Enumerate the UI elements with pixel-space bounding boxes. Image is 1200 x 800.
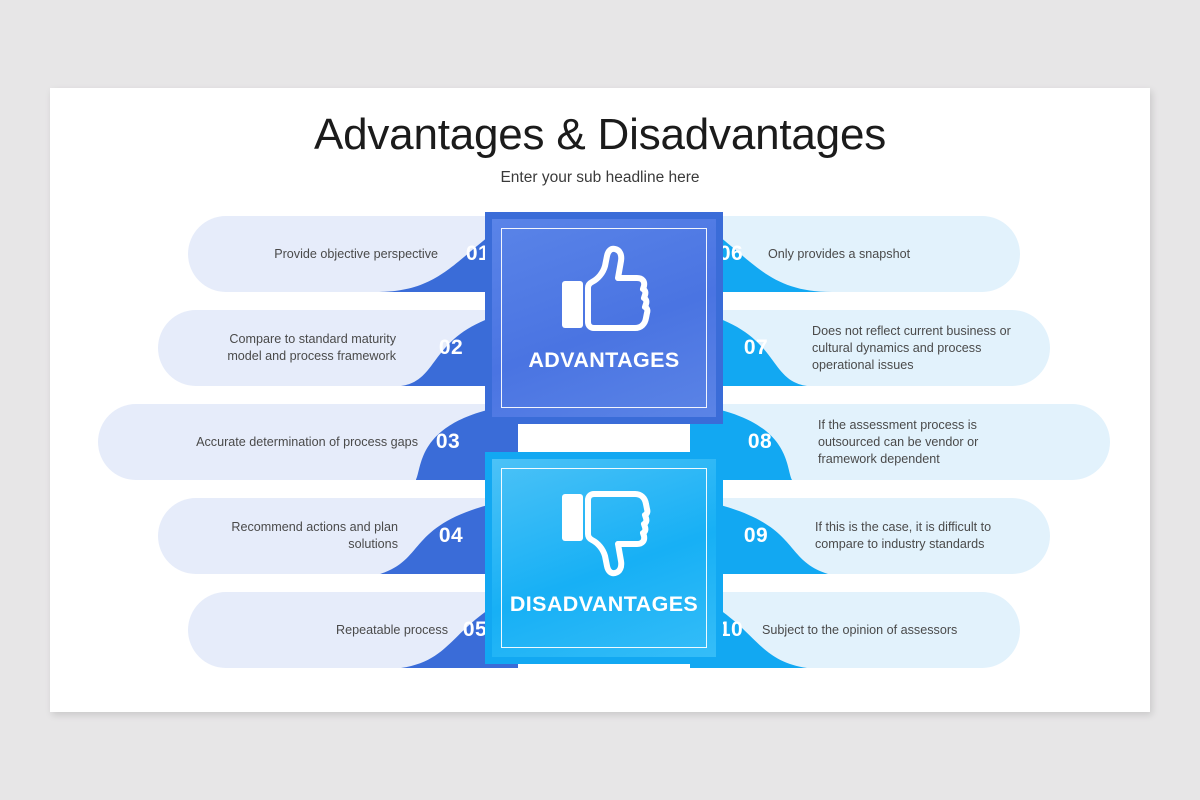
advantage-text-03: Accurate determination of process gaps bbox=[196, 434, 418, 449]
advantages-card[interactable]: ADVANTAGES bbox=[485, 212, 723, 424]
disadvantages-card[interactable]: DISADVANTAGES bbox=[485, 452, 723, 664]
disadvantage-number-09: 09 bbox=[743, 524, 769, 547]
advantage-text-01: Provide objective perspective bbox=[274, 246, 438, 261]
disadvantage-text-09: If this is the case, it is difficult to … bbox=[815, 520, 992, 551]
thumbs-up-icon bbox=[562, 245, 651, 331]
disadvantage-number-08: 08 bbox=[747, 430, 773, 453]
page-subtitle: Enter your sub headline here bbox=[500, 169, 700, 187]
disadvantages-icon-wrap bbox=[492, 485, 716, 577]
disadvantage-number-07: 07 bbox=[743, 336, 769, 359]
disadvantage-text-07: Does not reflect current business or cul… bbox=[812, 323, 1011, 372]
advantage-number-03: 03 bbox=[435, 430, 461, 453]
disadvantage-number-06: 06 bbox=[718, 242, 744, 265]
disadvantage-item-09[interactable]: 09 If this is the case, it is difficult … bbox=[690, 498, 1050, 574]
pill-shape-01 bbox=[188, 216, 518, 292]
advantage-number-02: 02 bbox=[438, 336, 464, 359]
disadvantage-text-10: Subject to the opinion of assessors bbox=[762, 622, 958, 637]
advantage-item-04[interactable]: Recommend actions and plan solutions 04 bbox=[158, 498, 518, 574]
disadvantage-item-10[interactable]: 10 Subject to the opinion of assessors bbox=[690, 592, 1020, 668]
advantage-item-03[interactable]: Accurate determination of process gaps 0… bbox=[98, 404, 518, 480]
pill-shape-06 bbox=[690, 216, 1020, 292]
advantage-item-05[interactable]: Repeatable process 05 bbox=[188, 592, 518, 668]
disadvantage-text-06: Only provides a snapshot bbox=[768, 246, 911, 261]
thumbs-down-icon bbox=[562, 491, 651, 577]
advantages-card-label: ADVANTAGES bbox=[528, 348, 680, 372]
advantages-card-inner-border bbox=[501, 228, 707, 408]
advantage-number-05: 05 bbox=[462, 618, 488, 641]
disadvantage-number-10: 10 bbox=[718, 618, 744, 641]
page-title: Advantages & Disadvantages bbox=[313, 110, 887, 159]
advantage-item-01[interactable]: Provide objective perspective 01 bbox=[188, 216, 518, 292]
disadvantage-item-08[interactable]: 08 If the assessment process is outsourc… bbox=[690, 404, 1110, 480]
advantage-text-05: Repeatable process bbox=[335, 622, 448, 637]
advantage-item-02[interactable]: Compare to standard maturity model and p… bbox=[158, 310, 518, 386]
advantage-number-01: 01 bbox=[465, 242, 491, 265]
advantages-icon-wrap bbox=[492, 245, 716, 337]
slide-header: Advantages & Disadvantages Enter your su… bbox=[50, 88, 1150, 187]
advantage-text-02: Compare to standard maturity model and p… bbox=[227, 332, 396, 363]
disadvantage-item-06[interactable]: 06 Only provides a snapshot bbox=[690, 216, 1020, 292]
slide-canvas: Advantages & Disadvantages Enter your su… bbox=[50, 88, 1150, 712]
pill-shape-09 bbox=[690, 498, 1050, 574]
disadvantages-card-label: DISADVANTAGES bbox=[509, 592, 699, 616]
disadvantages-card-inner-border bbox=[501, 468, 707, 648]
disadvantage-item-07[interactable]: 07 Does not reflect current business or … bbox=[690, 310, 1050, 386]
advantage-number-04: 04 bbox=[438, 524, 464, 547]
advantage-text-04: Recommend actions and plan solutions bbox=[231, 520, 398, 551]
disadvantage-text-08: If the assessment process is outsourced … bbox=[818, 417, 979, 466]
pill-shape-04 bbox=[158, 498, 518, 574]
